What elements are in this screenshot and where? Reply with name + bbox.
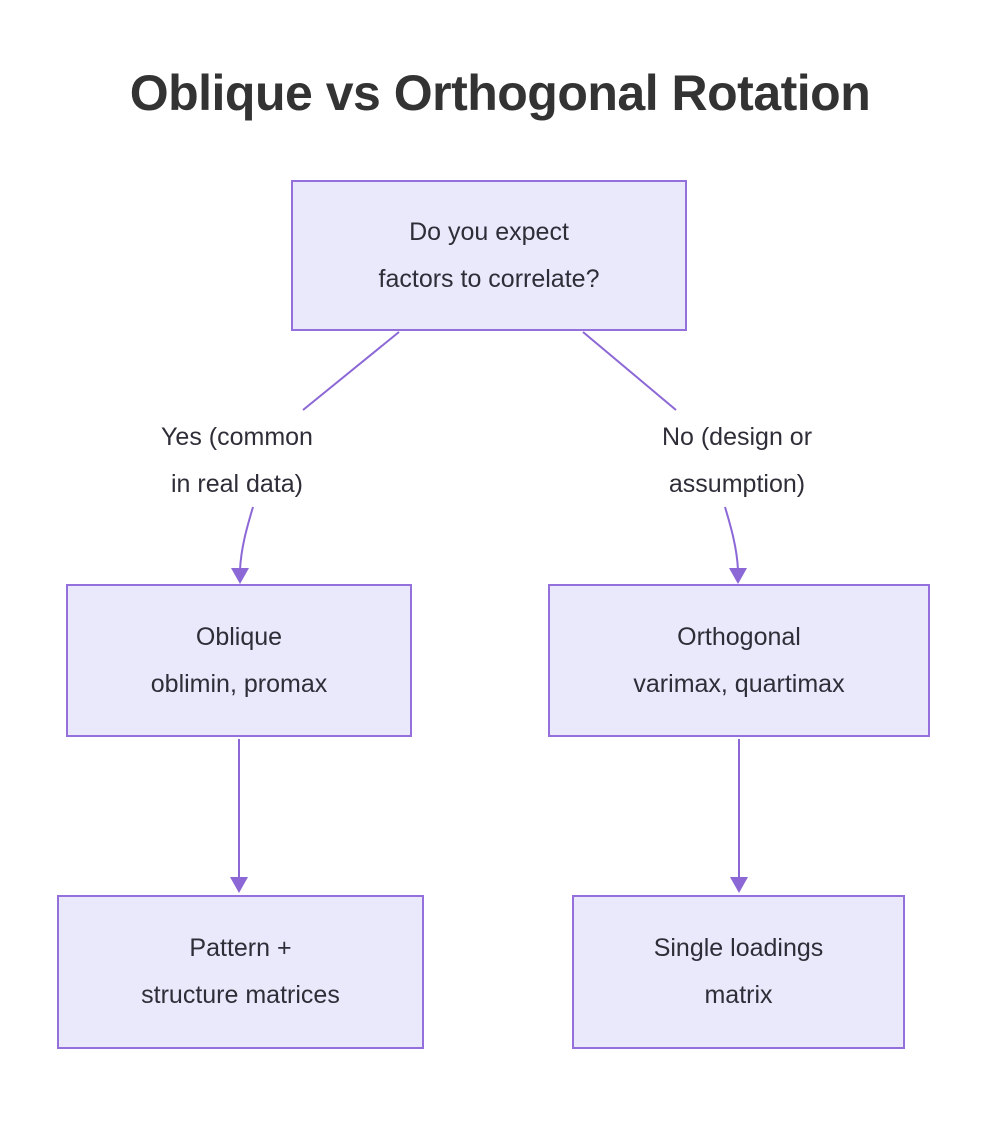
node-pattern: Pattern + structure matrices — [57, 895, 424, 1049]
arrowhead-orthogonal — [729, 568, 747, 584]
node-oblique-line1: Oblique — [195, 622, 283, 651]
node-orthogonal-line1: Orthogonal — [677, 622, 801, 651]
diagram-title: Oblique vs Orthogonal Rotation — [129, 65, 871, 121]
edge-label-no-line1: No (design or — [661, 423, 813, 451]
node-single-line1: Single loadings — [653, 934, 824, 962]
node-orthogonal: Orthogonal varimax, quartimax — [548, 584, 930, 737]
arrowhead-oblique — [231, 568, 249, 584]
node-single-line2: matrix — [704, 981, 773, 1009]
node-question: Do you expect factors to correlate? — [291, 180, 687, 331]
edge-label-yes: Yes (common in real data) — [97, 414, 377, 508]
node-question-line1: Do you expect — [409, 217, 569, 246]
node-pattern-line2: structure matrices — [141, 981, 340, 1009]
edge-no-label-to-orthogonal — [724, 506, 739, 571]
node-orthogonal-line2: varimax, quartimax — [633, 669, 845, 698]
edge-question-to-no-label — [582, 331, 677, 411]
edge-label-yes-line2: in real data) — [170, 470, 304, 498]
edge-label-no-line2: assumption) — [668, 470, 806, 498]
node-question-line2: factors to correlate? — [378, 264, 600, 293]
node-oblique: Oblique oblimin, promax — [66, 584, 412, 737]
arrowhead-single — [730, 877, 748, 893]
node-single: Single loadings matrix — [572, 895, 905, 1049]
edge-label-yes-line1: Yes (common — [161, 423, 313, 451]
edge-yes-label-to-oblique — [239, 506, 254, 571]
edge-question-to-yes-label — [302, 331, 400, 411]
node-oblique-line2: oblimin, promax — [150, 669, 328, 698]
arrowhead-pattern — [230, 877, 248, 893]
node-pattern-line1: Pattern + — [189, 934, 292, 962]
edge-label-no: No (design or assumption) — [597, 414, 877, 508]
